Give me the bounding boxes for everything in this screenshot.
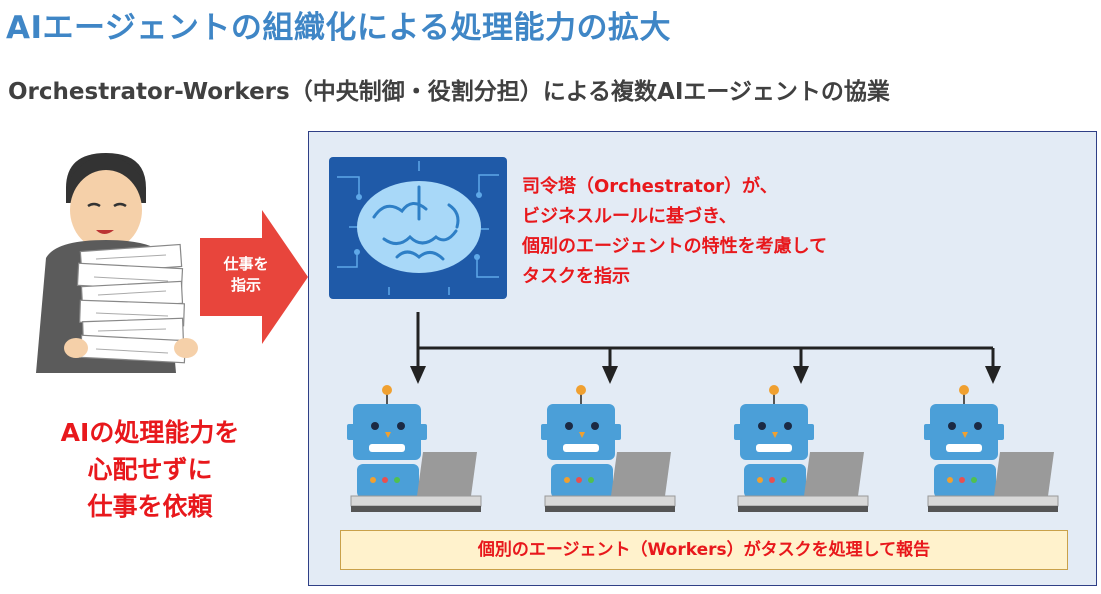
robot-with-laptop-icon: [924, 385, 1059, 512]
robot-with-laptop-icon: [734, 385, 869, 512]
page-subtitle: Orchestrator-Workers（中央制御・役割分担）による複数AIエー…: [8, 79, 890, 105]
robot-with-laptop-icon: [347, 385, 482, 512]
brain-circuit-icon: [329, 157, 507, 299]
person-with-documents-icon: [36, 153, 198, 373]
delegate-arrow-icon: [200, 210, 308, 344]
robot-with-laptop-icon: [541, 385, 676, 512]
orchestrator-description: 司令塔（Orchestrator）が、 ビジネスルールに基づき、 個別のエージェ…: [522, 176, 828, 287]
request-caption: AIの処理能力を 心配せずに 仕事を依頼: [60, 418, 240, 521]
delegate-arrow-label: 仕事を 指示: [223, 255, 269, 294]
page-title: AIエージェントの組織化による処理能力の拡大: [6, 10, 671, 46]
workers-caption: 個別のエージェント（Workers）がタスクを処理して報告: [340, 530, 1068, 570]
